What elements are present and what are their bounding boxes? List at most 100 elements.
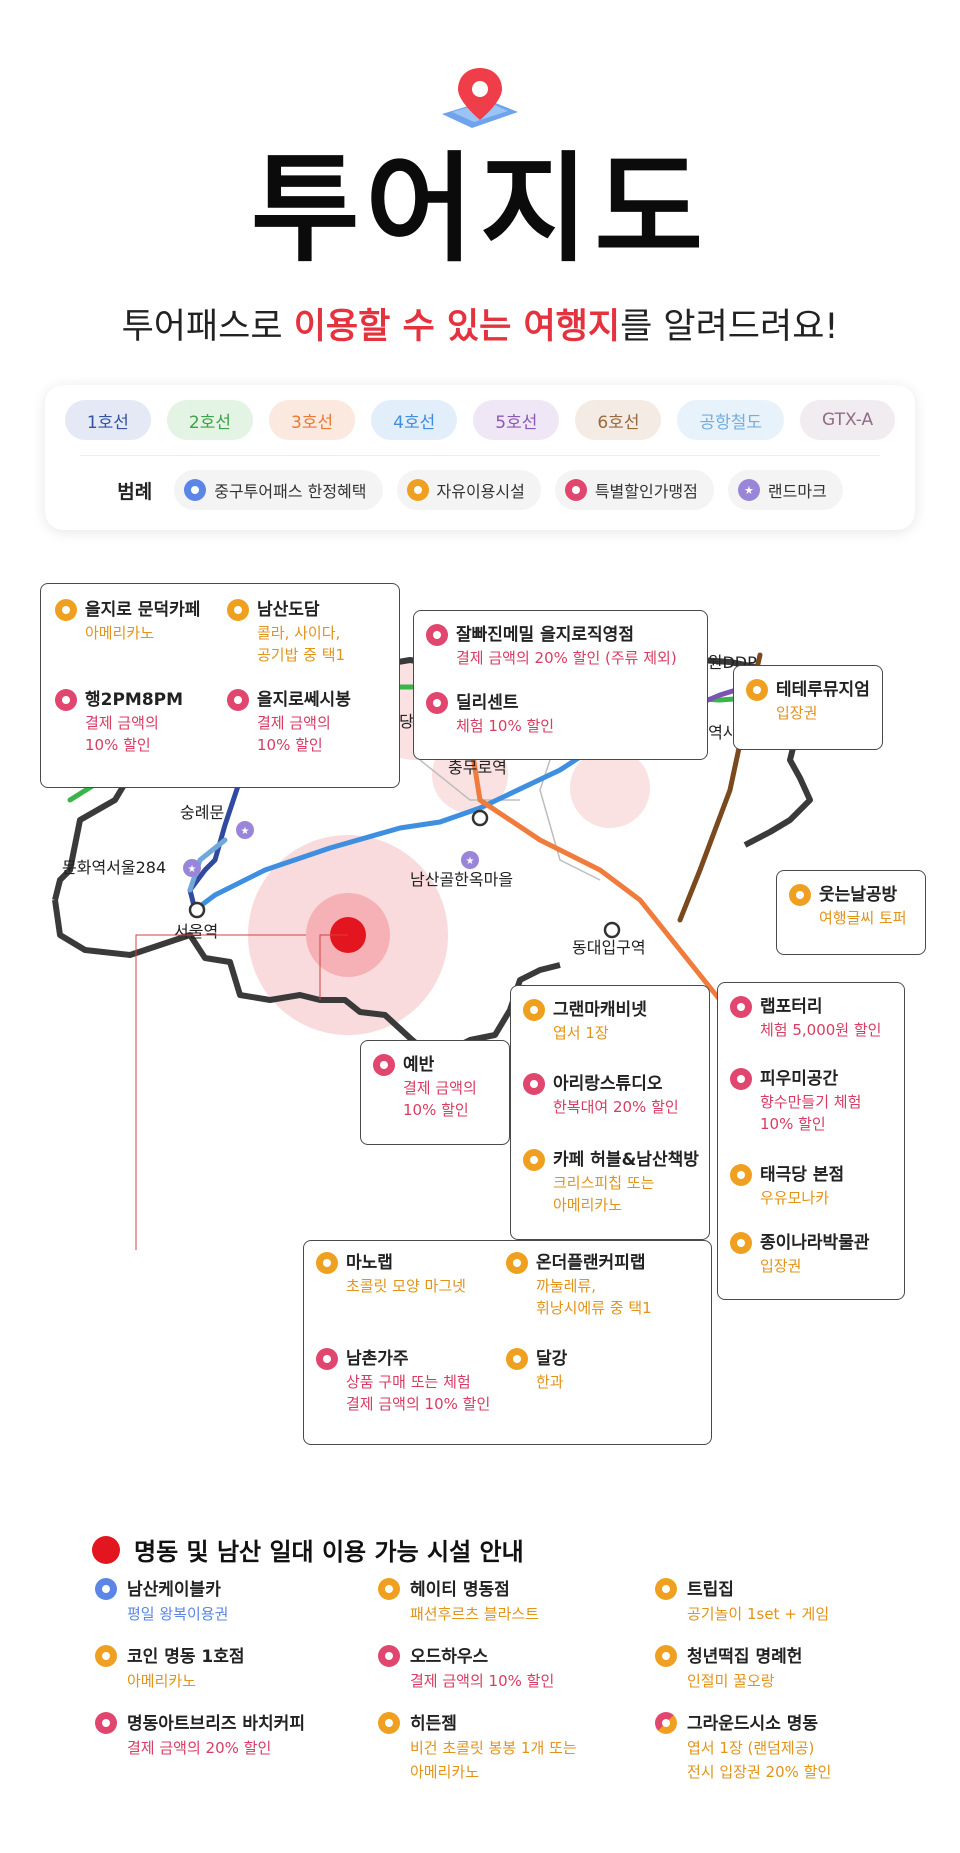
line-chip: 6호선: [575, 400, 662, 440]
facility-name: 헤이티 명동점: [410, 1580, 510, 1600]
facility-benefit: 콜라, 사이다, 공기밥 중 택1: [257, 624, 346, 664]
facility-name: 청년떡집 명례헌: [687, 1647, 803, 1667]
half-marker-icon: [655, 1712, 677, 1734]
line-chip: 4호선: [371, 400, 458, 440]
facility-benefit: 여행글씨 토퍼: [819, 909, 907, 927]
yellow-marker-icon: [406, 479, 429, 501]
landmark-marker-icon: [737, 479, 760, 501]
legend-row: 범례 중구투어패스 한정혜택자유이용시설특별할인가맹점랜드마크: [45, 470, 915, 510]
star-glyph: ★: [241, 826, 250, 837]
facility-benefit: 결제 금액의 10% 할인: [257, 714, 331, 754]
facility-name: 태극당 본점: [760, 1165, 845, 1185]
facility-benefit: 초콜릿 모양 마그넷: [346, 1277, 466, 1295]
facility-benefit: 체험 5,000원 할인: [760, 1021, 882, 1039]
landmark-star-icon: [236, 821, 254, 839]
facility-benefit: 결제 금액의 10% 할인: [403, 1079, 477, 1119]
pink-marker-icon: [730, 1068, 752, 1090]
facility-benefit: 상품 구매 또는 체험 결제 금액의 10% 할인: [346, 1373, 491, 1413]
facility-name: 행2PM8PM: [85, 690, 184, 710]
pink-marker-icon: [373, 1054, 395, 1076]
facility-benefit: 엽서 1장: [553, 1024, 609, 1042]
yellow-marker-icon: [523, 1149, 545, 1171]
facility-name: 남산도담: [257, 600, 320, 620]
facility-benefit: 패션후르츠 블라스트: [410, 1605, 539, 1623]
facility-name: 온더플랜커피랩: [536, 1253, 646, 1273]
line-chip: 1호선: [64, 400, 151, 440]
legend-chip-label: 특별할인가맹점: [594, 482, 698, 501]
facility-name: 그라운드시소 명동: [687, 1714, 819, 1734]
facility-name: 을지로 문덕카페: [85, 600, 201, 620]
yellow-marker-icon: [378, 1578, 400, 1600]
yellow-marker-icon: [730, 1232, 752, 1254]
bottom-section: [0, 1490, 960, 1853]
facility-name: 남촌가주: [346, 1349, 409, 1369]
facility-name: 을지로쎄시봉: [257, 690, 351, 710]
landmark-star-icon: [461, 851, 479, 869]
station-label: 문화역서울284: [62, 858, 166, 877]
facility-name: 히든젬: [410, 1714, 457, 1734]
blue-marker-icon: [95, 1578, 117, 1600]
facility-benefit: 결제 금액의 10% 할인: [85, 714, 159, 754]
facility-name: 카페 허블&남산책방: [553, 1150, 699, 1170]
facility-benefit: 엽서 1장 (랜덤제공) 전시 입장권 20% 할인: [687, 1739, 832, 1781]
page-subtitle: 투어패스로 이용할 수 있는 여행지를 알려드려요!: [121, 307, 839, 347]
yellow-marker-icon: [746, 679, 768, 701]
yellow-marker-icon: [95, 1645, 117, 1667]
facility-benefit: 결제 금액의 20% 할인: [127, 1739, 272, 1757]
yellow-marker-icon: [378, 1712, 400, 1734]
facility-name: 테테루뮤지엄: [776, 680, 870, 700]
facility-benefit: 체험 10% 할인: [456, 717, 555, 735]
facility-name: 피우미공간: [760, 1069, 839, 1089]
facility-name: 예반: [403, 1055, 435, 1075]
line-chip: 5호선: [473, 400, 560, 440]
station-label: 충무로역: [448, 758, 507, 777]
facility-benefit: 결제 금액의 10% 할인: [410, 1672, 555, 1690]
pink-marker-icon: [378, 1645, 400, 1667]
station-label: 동대입구역: [572, 938, 646, 957]
facility-benefit: 향수만들기 체험 10% 할인: [760, 1093, 862, 1133]
yellow-marker-icon: [506, 1252, 528, 1274]
facility-benefit: 공기놀이 1set + 게임: [687, 1605, 830, 1623]
pink-marker-icon: [426, 692, 448, 714]
landmark-star-icon: [183, 859, 201, 877]
facility-name: 아리랑스튜디오: [553, 1074, 663, 1094]
line-chip: 2호선: [166, 400, 254, 440]
pink-marker-icon: [523, 1073, 545, 1095]
facility-name: 남산케이블카: [127, 1580, 221, 1600]
legend-chip-label: 자유이용시설: [436, 482, 525, 501]
facility-name: 잘빠진메밀 을지로직영점: [456, 625, 634, 645]
facility-name: 코인 명동 1호점: [127, 1647, 245, 1667]
legend-divider: [80, 455, 880, 456]
pink-marker-icon: [730, 996, 752, 1018]
legend-chip: 자유이용시설: [396, 470, 541, 510]
facility-benefit: 한과: [536, 1373, 564, 1391]
facility-benefit: 한복대여 20% 할인: [553, 1098, 679, 1116]
pink-marker-icon: [55, 689, 77, 711]
facility-name: 오드하우스: [410, 1647, 489, 1667]
yellow-marker-icon: [655, 1578, 677, 1600]
facility-name: 랩포터리: [760, 997, 823, 1017]
